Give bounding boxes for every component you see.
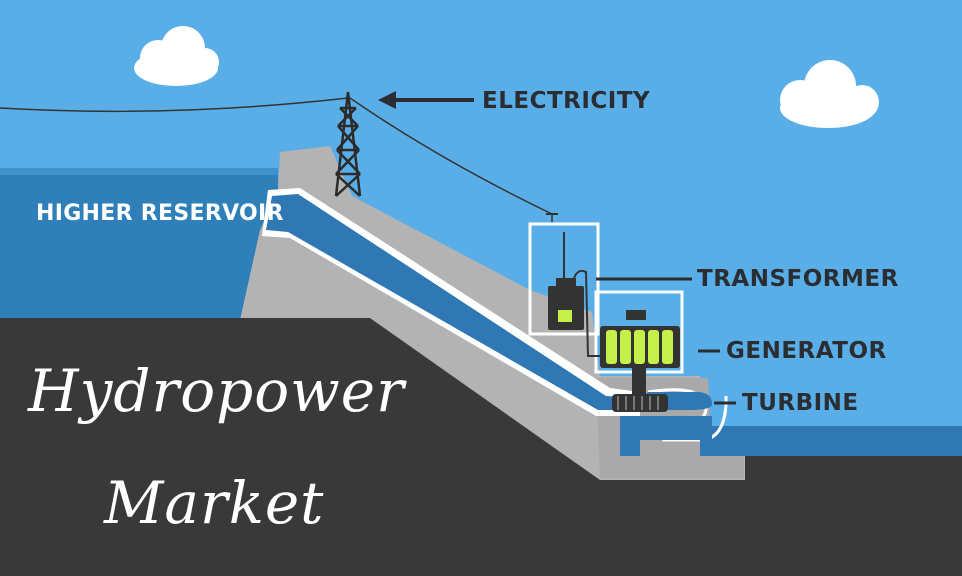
transformer-label: TRANSFORMER <box>697 266 899 292</box>
tailwater <box>700 426 962 456</box>
transformer-icon <box>548 232 608 357</box>
ground <box>0 318 962 576</box>
tailrace-water <box>620 416 712 456</box>
cloud-icon <box>134 26 219 86</box>
electricity-label: ELECTRICITY <box>482 88 651 114</box>
reservoir-surface <box>0 168 278 175</box>
turbine-label: TURBINE <box>742 390 859 416</box>
power-line-to-transformer <box>349 97 553 222</box>
turbine-icon <box>612 394 668 412</box>
higher-reservoir-water <box>0 168 278 318</box>
cloud-icon <box>780 60 879 128</box>
generator-label: GENERATOR <box>726 338 887 364</box>
higher-reservoir-label: HIGHER RESERVOIR <box>36 201 284 226</box>
penstock-water <box>266 194 636 410</box>
generator-icon <box>600 310 680 394</box>
transmission-tower-icon <box>334 91 362 197</box>
arrow-left-icon <box>378 91 474 109</box>
title-line-1: Hydropower <box>28 357 405 425</box>
power-line <box>0 97 349 113</box>
title-line-2: Market <box>104 469 325 537</box>
